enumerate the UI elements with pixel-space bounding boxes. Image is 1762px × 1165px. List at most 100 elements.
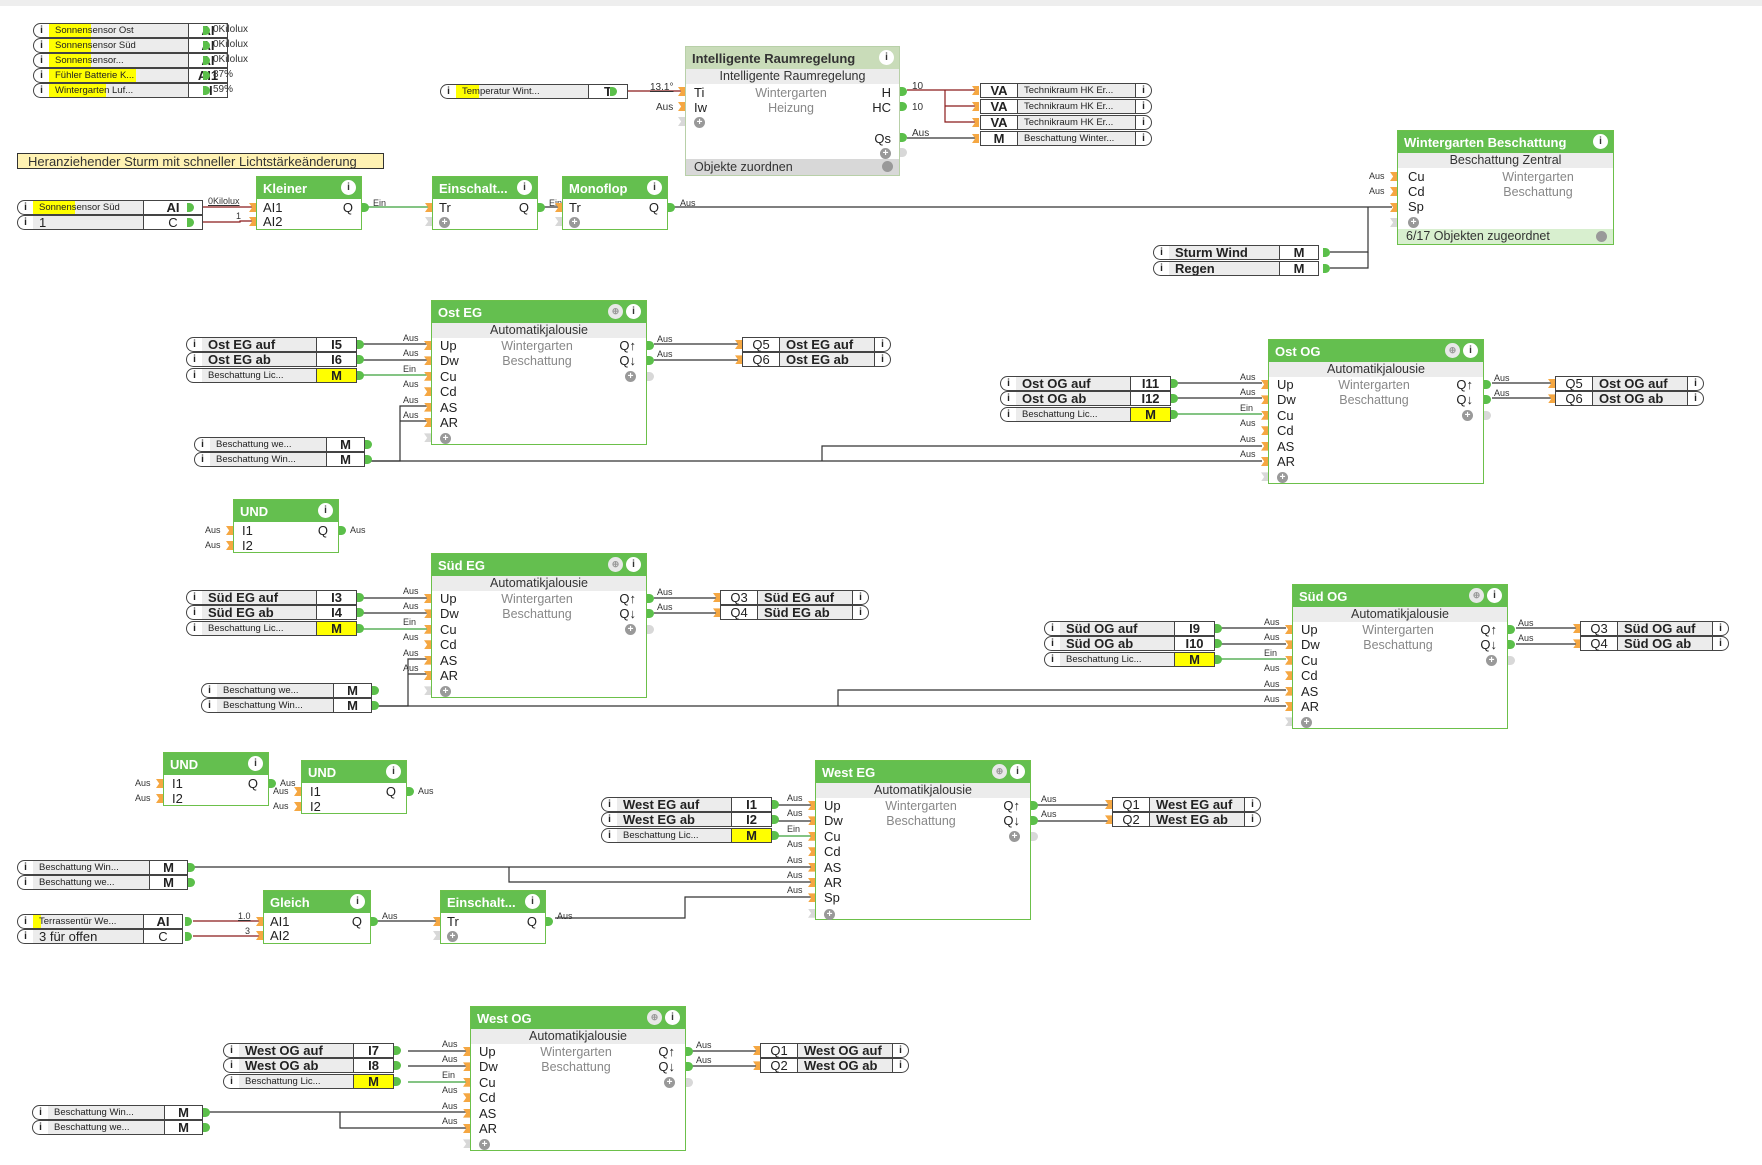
output-port[interactable] <box>900 148 907 157</box>
info-icon[interactable]: i <box>17 929 33 944</box>
output-port[interactable] <box>187 203 194 212</box>
input-port[interactable] <box>1261 441 1268 451</box>
add-input-icon[interactable]: + <box>439 217 450 228</box>
info-icon[interactable]: i <box>1136 131 1152 146</box>
output-port[interactable] <box>546 917 553 926</box>
input-port[interactable] <box>808 908 815 918</box>
output-port[interactable] <box>772 815 779 825</box>
info-icon[interactable]: i <box>194 437 210 452</box>
output-port[interactable] <box>203 86 210 95</box>
info-icon[interactable]: i <box>875 352 891 368</box>
block-header[interactable]: Intelligente Raumregelung i <box>686 47 899 69</box>
input-port[interactable] <box>972 86 979 95</box>
move-icon[interactable]: ⊕ <box>1445 343 1460 358</box>
input-port[interactable] <box>463 1047 470 1056</box>
info-icon[interactable]: i <box>517 180 532 195</box>
info-icon[interactable]: i <box>1245 812 1261 828</box>
block-header[interactable]: West EG⊕i <box>816 761 1030 783</box>
input-port[interactable] <box>424 624 431 634</box>
input-port[interactable] <box>1573 624 1580 633</box>
add-input-icon[interactable]: + <box>1277 472 1288 484</box>
output-port[interactable] <box>1171 379 1178 388</box>
info-icon[interactable]: i <box>853 605 869 621</box>
add-output-icon[interactable]: + <box>664 1077 675 1088</box>
input-port[interactable] <box>424 402 431 412</box>
output-port[interactable] <box>203 1108 210 1117</box>
add-input-icon[interactable]: + <box>824 908 835 920</box>
output-port[interactable] <box>372 701 379 711</box>
input-port[interactable] <box>808 816 815 826</box>
output-port[interactable] <box>686 1062 693 1072</box>
output-port[interactable] <box>900 87 907 96</box>
info-icon[interactable]: i <box>1044 621 1060 636</box>
input-port[interactable] <box>425 203 432 212</box>
input-port[interactable] <box>249 217 256 226</box>
move-icon[interactable]: ⊕ <box>992 764 1007 779</box>
input-port[interactable] <box>1548 379 1555 388</box>
add-input-icon[interactable]: + <box>447 931 458 942</box>
input-port[interactable] <box>1105 800 1112 809</box>
input-port[interactable] <box>808 862 815 872</box>
input-port[interactable] <box>1390 203 1397 212</box>
add-input-icon[interactable]: + <box>569 217 580 228</box>
output-port[interactable] <box>394 1061 401 1071</box>
add-input-icon[interactable]: + <box>1301 717 1312 729</box>
gear-icon[interactable] <box>1596 231 1607 242</box>
output-port[interactable] <box>668 203 675 212</box>
block-header[interactable]: Süd OG⊕i <box>1293 585 1507 607</box>
offen-constant-input[interactable]: i 3 für offen C <box>17 929 183 944</box>
info-icon[interactable]: i <box>875 337 891 352</box>
info-icon[interactable]: i <box>440 84 456 99</box>
input-port[interactable] <box>425 217 432 226</box>
output-port[interactable] <box>772 800 779 809</box>
input-port[interactable] <box>555 217 562 226</box>
sensor-row[interactable]: i Sonnensensor Süd AI <box>33 38 228 53</box>
info-icon[interactable]: i <box>17 914 33 929</box>
info-icon[interactable]: i <box>1463 343 1478 358</box>
input-port[interactable] <box>424 609 431 619</box>
info-icon[interactable]: i <box>1136 115 1152 130</box>
move-icon[interactable]: ⊕ <box>1469 588 1484 603</box>
input-port[interactable] <box>424 655 431 665</box>
input-port[interactable] <box>433 917 440 926</box>
info-icon[interactable]: i <box>626 557 641 572</box>
gear-icon[interactable] <box>882 161 893 172</box>
output-port[interactable] <box>772 830 779 840</box>
output-port[interactable] <box>365 440 372 449</box>
input-port[interactable] <box>1573 639 1580 649</box>
input-port[interactable] <box>463 1093 470 1103</box>
info-icon[interactable]: i <box>853 590 869 605</box>
input-port[interactable] <box>1285 640 1292 650</box>
block-header[interactable]: Süd EG⊕i <box>432 554 646 576</box>
input-port[interactable] <box>424 387 431 397</box>
output-port[interactable] <box>203 26 210 35</box>
input-port[interactable] <box>735 355 742 365</box>
info-icon[interactable]: i <box>1000 391 1016 407</box>
output-port[interactable] <box>647 609 654 619</box>
input-port[interactable] <box>424 686 431 696</box>
info-icon[interactable]: i <box>194 452 210 468</box>
info-icon[interactable]: i <box>17 200 33 215</box>
output-port[interactable] <box>610 87 617 96</box>
output-port[interactable] <box>1323 248 1330 257</box>
info-icon[interactable]: i <box>601 812 617 828</box>
output-port[interactable] <box>357 593 364 602</box>
sturm-input-sensor[interactable]: i Sonnensensor Süd AI <box>17 200 203 215</box>
